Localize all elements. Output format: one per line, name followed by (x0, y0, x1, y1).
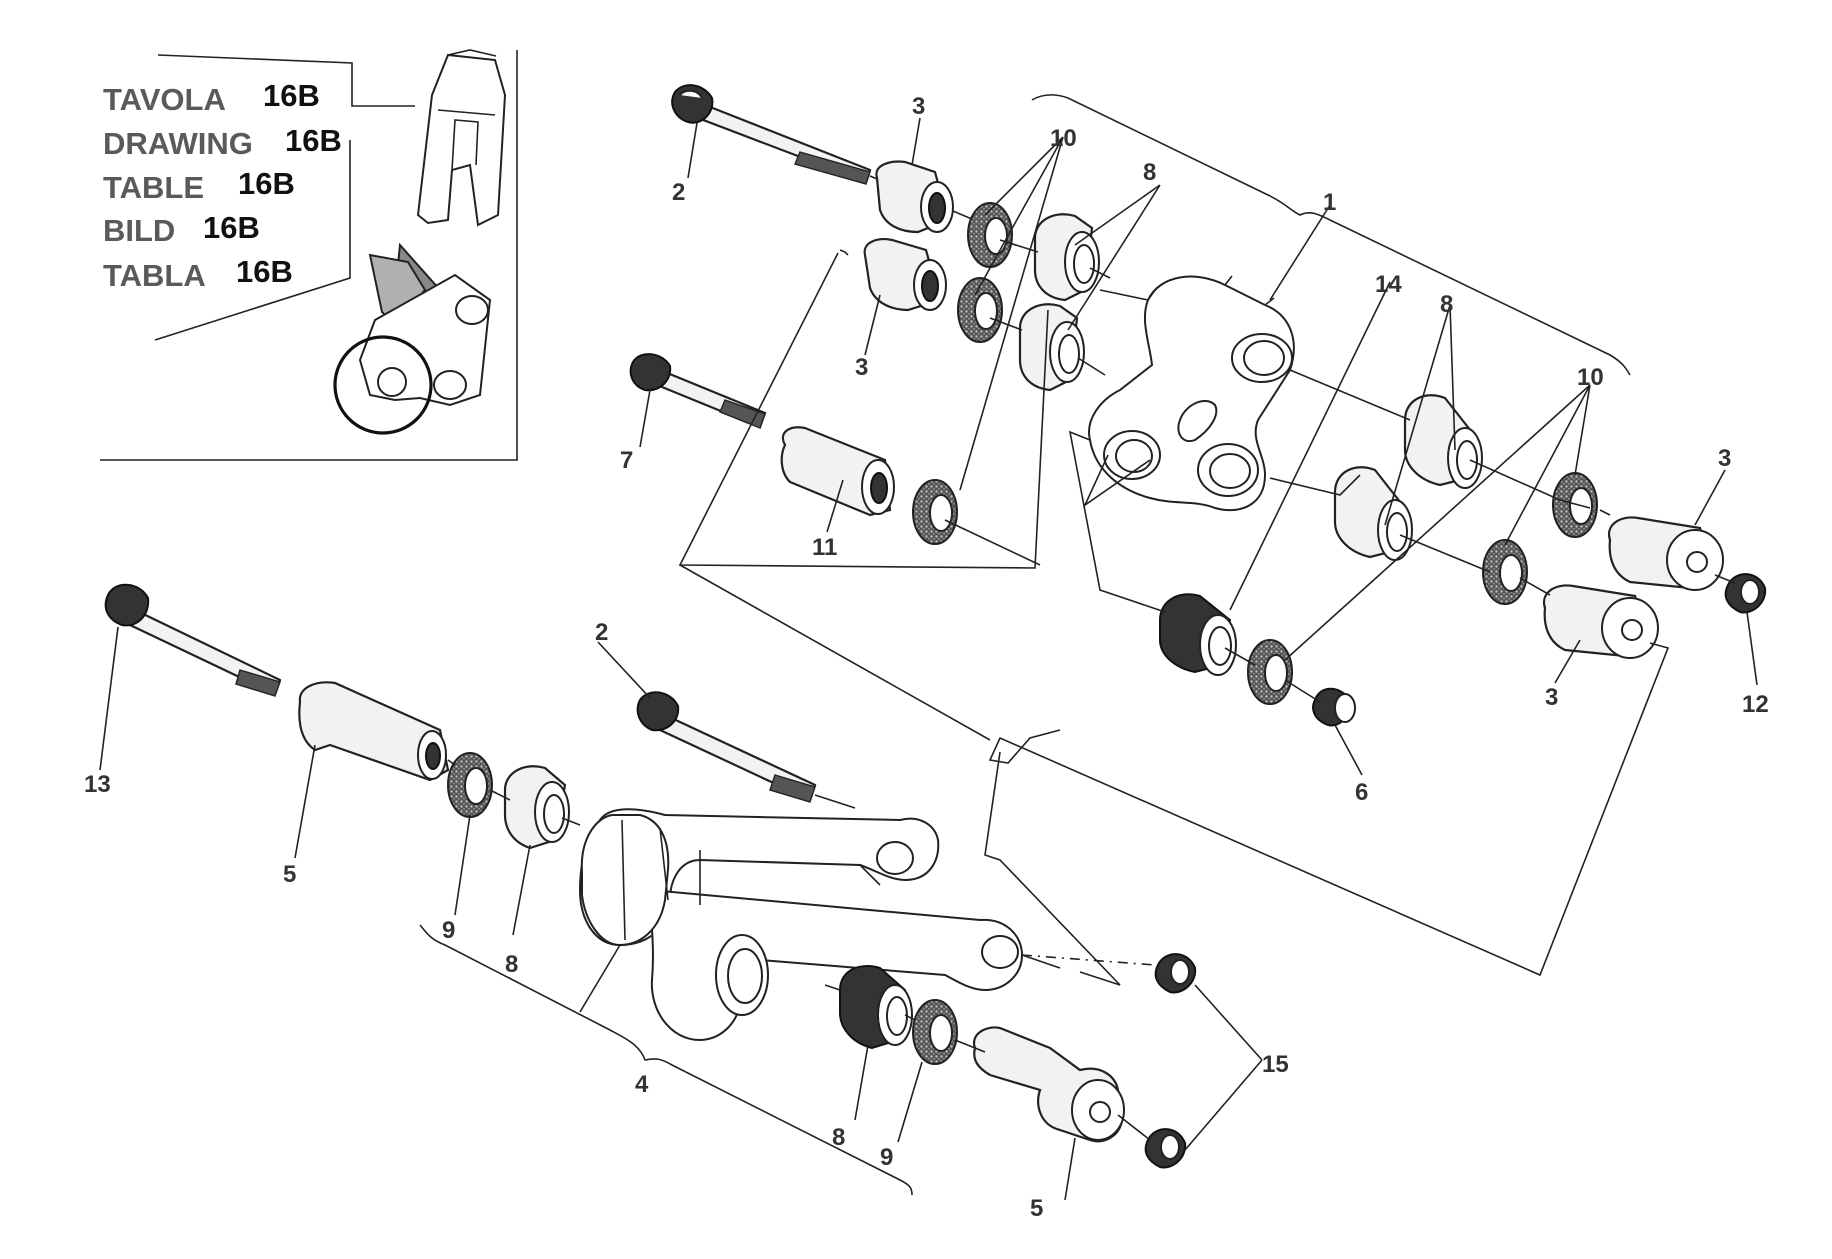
connection-lines-lower (447, 751, 1156, 1141)
bearing-10-f (1247, 639, 1293, 705)
legend-row-tavola: TAVOLA 16B (103, 78, 320, 117)
bushing-8-lower-left (503, 765, 570, 850)
legend-word: DRAWING (103, 126, 253, 161)
spacer-5-left (298, 681, 450, 782)
callout-14: 14 (1375, 271, 1402, 298)
assembly-brackets (419, 94, 1631, 1196)
bearing-10-c (912, 479, 958, 545)
linkage-1 (1088, 275, 1295, 512)
legend-code: 16B (285, 123, 342, 158)
bearing-9-lower (912, 999, 958, 1065)
rocker-link-4 (578, 808, 1121, 1042)
linkage-sketch (333, 273, 492, 435)
bearing-9-left (447, 752, 493, 818)
callout-8-lower-left: 8 (505, 951, 518, 978)
legend-row-drawing: DRAWING 16B (103, 123, 342, 161)
callout-11: 11 (812, 534, 837, 561)
bushing-14 (1159, 593, 1237, 676)
legend: TAVOLA 16B DRAWING 16B TABLE 16B BILD 16… (103, 78, 342, 293)
legend-word: TABLA (103, 258, 206, 293)
spacer-11 (780, 426, 895, 517)
callout-8-right: 8 (1440, 291, 1453, 318)
callout-10-right: 10 (1577, 364, 1604, 391)
highlight-circle (333, 335, 433, 435)
legend-word: TAVOLA (103, 82, 226, 117)
legend-row-bild: BILD 16B (103, 210, 260, 248)
callout-10-upper: 10 (1050, 125, 1077, 152)
nut-12 (1724, 573, 1767, 614)
bolt-13 (104, 583, 282, 697)
bushing-8-a (1033, 213, 1100, 302)
reference-inset: TAVOLA 16B DRAWING 16B TABLE 16B BILD 16… (100, 49, 518, 461)
callout-2-upper: 2 (672, 179, 685, 206)
callout-5-left: 5 (283, 861, 296, 888)
legend-code: 16B (263, 78, 320, 113)
bushing-8-lower-middle (839, 965, 913, 1050)
callout-2-lower: 2 (595, 619, 608, 646)
legend-row-table: TABLE 16B (103, 166, 295, 205)
callout-8-lower: 8 (832, 1124, 845, 1151)
connection-lines-upper (678, 239, 1736, 977)
legend-code: 16B (238, 166, 295, 201)
spacer-3-right-lower (1542, 584, 1659, 659)
callout-3-top: 3 (912, 93, 925, 120)
callout-3-right-lower: 3 (1545, 684, 1558, 711)
bearing-10-d (1552, 472, 1598, 538)
bearing-10-a (967, 202, 1013, 268)
bushing-8-c (1403, 394, 1483, 489)
callout-1: 1 (1323, 189, 1336, 216)
legend-code: 16B (236, 254, 293, 289)
nut-15-upper (1154, 953, 1197, 994)
fork-bracket-sketch (416, 49, 507, 227)
legend-row-tabla: TABLA 16B (103, 254, 293, 293)
callout-7: 7 (620, 447, 633, 474)
callout-3-right-upper: 3 (1718, 445, 1731, 472)
bolt-7 (629, 353, 767, 429)
bolt-2-lower (636, 691, 856, 809)
spacer-3-right-upper (1607, 516, 1724, 591)
spacer-5-right (972, 1026, 1125, 1143)
bearing-10-e (1482, 539, 1528, 605)
legend-word: BILD (103, 213, 175, 248)
callout-15: 15 (1262, 1051, 1289, 1078)
callout-12: 12 (1742, 691, 1769, 718)
callout-5-right: 5 (1030, 1195, 1043, 1222)
callout-13: 13 (84, 771, 111, 798)
callout-3-middle: 3 (855, 354, 868, 381)
nut-6 (1312, 687, 1356, 727)
legend-word: TABLE (103, 170, 204, 205)
callout-9-left: 9 (442, 917, 455, 944)
callout-6: 6 (1355, 779, 1368, 806)
bushing-8-b (1018, 303, 1085, 392)
callouts: 2 3 10 8 1 3 7 11 14 8 10 3 3 12 6 13 5 … (84, 93, 1769, 1222)
spacer-3-upper (875, 160, 954, 234)
callout-9-lower: 9 (880, 1144, 893, 1171)
spacer-3-middle (863, 238, 947, 312)
callout-8-upper: 8 (1143, 159, 1156, 186)
bushing-8-d (1333, 466, 1413, 561)
bolt-2-upper (671, 84, 1006, 234)
bearing-10-b (957, 277, 1003, 343)
nut-15-lower (1144, 1128, 1187, 1169)
callout-4: 4 (635, 1071, 649, 1098)
legend-code: 16B (203, 210, 260, 245)
